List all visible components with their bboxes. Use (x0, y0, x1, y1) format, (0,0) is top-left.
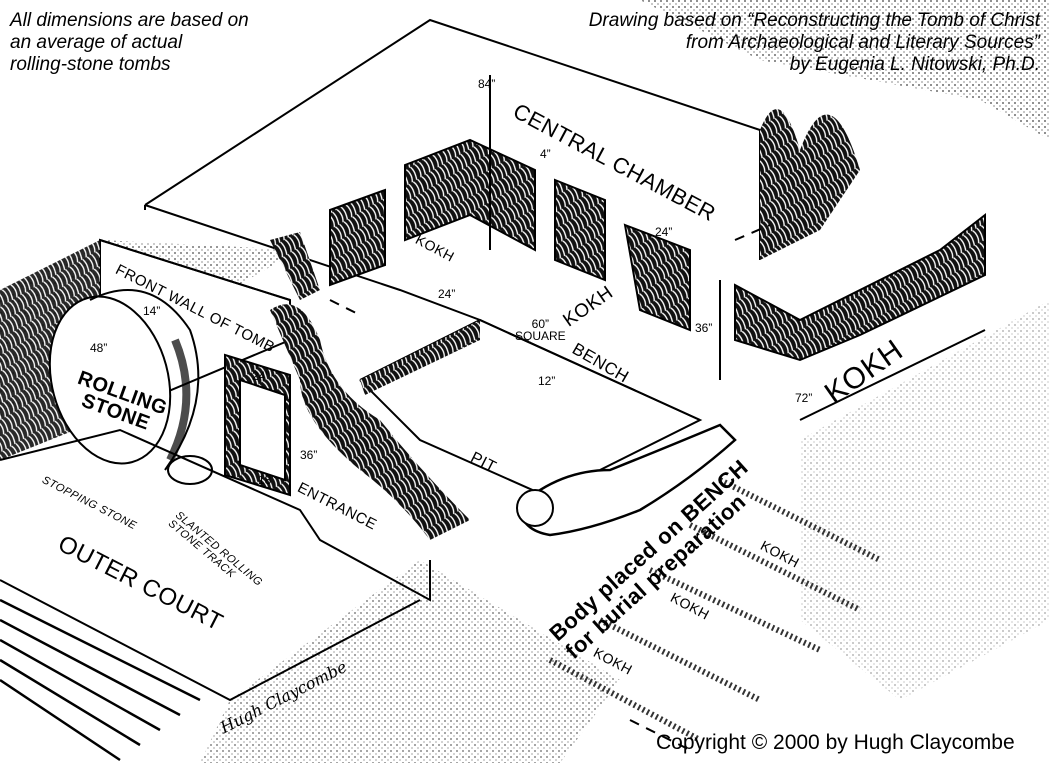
source-note: Drawing based on “Reconstructing the Tom… (589, 10, 1040, 76)
dimension-entrance-width: 24” (252, 369, 270, 383)
dimension-kokh-height: 36” (695, 321, 713, 335)
dimensions-note: All dimensions are based on an average o… (10, 10, 249, 76)
note-line: an average of actual (10, 32, 183, 53)
square-dimension: 60” SQUARE (515, 318, 566, 342)
dimension-pillar: 4” (540, 147, 551, 161)
dimension-entrance-depth: 18” (258, 473, 276, 487)
dimension-84: 84” (478, 77, 496, 91)
note-line: Drawing based on “Reconstructing the Tom… (588, 10, 1040, 31)
label-line: 60” (531, 317, 550, 331)
dimension-stone-diameter: 48” (90, 341, 108, 355)
copyright-notice: Copyright © 2000 by Hugh Claycombe (656, 731, 1015, 754)
dimension-kokh-width: 24” (438, 287, 456, 301)
note-line: by Eugenia L. Nitowski, Ph.D. (789, 54, 1040, 75)
note-line: All dimensions are based on (10, 10, 249, 31)
dimension-kokh-width: 24” (655, 225, 673, 239)
dimension-bench-height: 12” (538, 374, 556, 388)
dimension-stone-thickness: 14” (143, 304, 161, 318)
note-line: rolling-stone tombs (10, 54, 171, 75)
dimension-kokh-length: 72” (795, 391, 813, 405)
label-line: SQUARE (515, 329, 566, 343)
note-line: from Archaeological and Literary Sources… (685, 32, 1040, 53)
dimension-entrance-height: 36” (300, 448, 318, 462)
